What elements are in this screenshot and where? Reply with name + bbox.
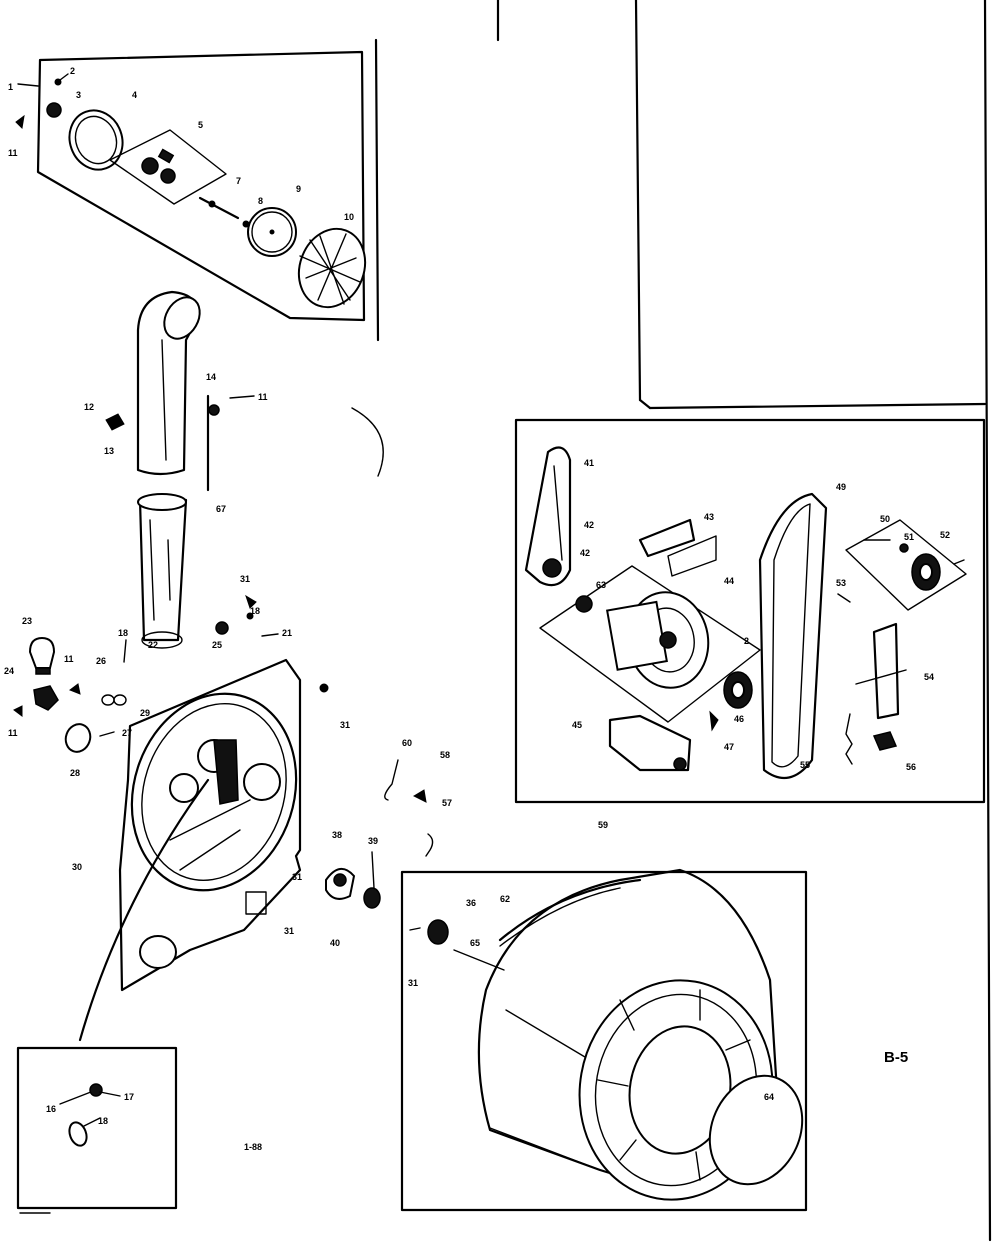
callout-24: 24: [4, 666, 14, 676]
callout-67: 67: [216, 504, 226, 514]
callout-44: 44: [724, 576, 734, 586]
callout-11d: 11: [8, 728, 18, 738]
callout-62: 62: [500, 894, 510, 904]
lint-duct: [123, 493, 279, 663]
callout-39: 39: [368, 836, 378, 846]
callout-49: 49: [836, 482, 846, 492]
blower-assembly-panel: [15, 50, 367, 322]
callout-28: 28: [70, 768, 80, 778]
page-label: B-5: [884, 1049, 908, 1066]
callout-27: 27: [122, 728, 132, 738]
callout-42a: 42: [584, 520, 594, 530]
callout-43: 43: [704, 512, 714, 522]
callout-64: 64: [764, 1092, 774, 1102]
bulkhead-panel: [78, 658, 302, 1042]
callout-56: 56: [906, 762, 916, 772]
heater-inset: [16, 1046, 178, 1210]
stray-curve: [351, 407, 384, 477]
callout-65: 65: [470, 938, 480, 948]
callout-41: 41: [584, 458, 594, 468]
callout-57: 57: [442, 798, 452, 808]
callout-14: 14: [206, 372, 216, 382]
callout-18b: 18: [118, 628, 128, 638]
callout-26: 26: [96, 656, 106, 666]
callout-5: 5: [198, 120, 203, 130]
callout-labels: 1 2 3 4 5 7 8 9 10 11 11 12 13 14 67 31 …: [4, 66, 950, 1152]
callout-58: 58: [440, 750, 450, 760]
callout-25: 25: [212, 640, 222, 650]
callout-2: 2: [70, 66, 75, 76]
callout-50: 50: [880, 514, 890, 524]
callout-31d: 31: [292, 872, 302, 882]
callout-12: 12: [84, 402, 94, 412]
callout-63: 63: [596, 580, 606, 590]
callout-11a: 11: [8, 148, 18, 158]
small-mark: 1-88: [244, 1142, 262, 1152]
callout-38: 38: [332, 830, 342, 840]
callout-31c: 31: [284, 926, 294, 936]
callout-42b: 42: [580, 548, 590, 558]
callout-18c: 18: [98, 1116, 108, 1126]
callout-17: 17: [124, 1092, 134, 1102]
callout-7: 7: [236, 176, 241, 186]
frame-lines: [19, 0, 992, 1242]
callout-22: 22: [148, 640, 158, 650]
callout-45: 45: [572, 720, 582, 730]
callout-52: 52: [940, 530, 950, 540]
exhaust-duct: [105, 290, 255, 492]
callout-31b: 31: [340, 720, 350, 730]
callout-16: 16: [46, 1104, 56, 1114]
callout-4: 4: [132, 90, 137, 100]
callout-36: 36: [466, 898, 476, 908]
callout-29: 29: [140, 708, 150, 718]
callout-54: 54: [924, 672, 934, 682]
switch-parts: [13, 636, 329, 753]
callout-55: 55: [800, 760, 810, 770]
callout-3: 3: [76, 90, 81, 100]
callout-51: 51: [904, 532, 914, 542]
drum-panel: [400, 868, 808, 1212]
callout-11b: 11: [258, 392, 268, 402]
callout-8: 8: [258, 196, 263, 206]
drum-support-parts: [325, 759, 449, 945]
callout-13: 13: [104, 446, 114, 456]
callout-2b: 2: [744, 636, 749, 646]
callout-1: 1: [8, 82, 13, 92]
callout-47: 47: [724, 742, 734, 752]
callout-46: 46: [734, 714, 744, 724]
callout-53: 53: [836, 578, 846, 588]
callout-18a: 18: [250, 606, 260, 616]
callout-31e: 31: [408, 978, 418, 988]
callout-30: 30: [72, 862, 82, 872]
callout-59: 59: [598, 820, 608, 830]
callout-10: 10: [344, 212, 354, 222]
motor-assembly-panel: [514, 418, 986, 804]
callout-21: 21: [282, 628, 292, 638]
callout-23: 23: [22, 616, 32, 626]
callout-9: 9: [296, 184, 301, 194]
callout-31a: 31: [240, 574, 250, 584]
callout-40: 40: [330, 938, 340, 948]
callout-60: 60: [402, 738, 412, 748]
callout-11c: 11: [64, 654, 74, 664]
